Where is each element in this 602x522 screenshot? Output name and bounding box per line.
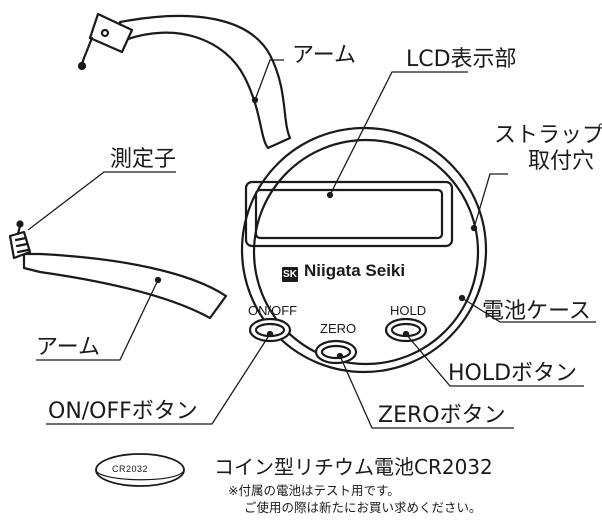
label-strap-line2: 取付穴 (527, 149, 594, 174)
leader-probe (27, 171, 176, 231)
battery-note-line2: ご使用の際は新たにお買い求めください。 (244, 500, 482, 515)
label-onoff-button: ON/OFFボタン (48, 399, 198, 424)
device-button-label-hold: HOLD (390, 303, 427, 318)
label-hold-button: HOLDボタン (448, 361, 578, 386)
device-button-label-onoff: ON/OFF (248, 303, 298, 318)
brand-logo: SK Niigata Seiki (282, 262, 405, 282)
zero-btn (314, 339, 358, 365)
upper-probe-tip (88, 12, 134, 54)
leader-battery (461, 297, 596, 323)
leader-lcd (329, 71, 468, 196)
label-battery-case: 電池ケース (482, 299, 591, 324)
battery-note-line1: ※付属の電池はテスト用です。 (228, 483, 400, 498)
label-probe: 測定子 (110, 147, 177, 172)
leader-arm-top (254, 59, 284, 101)
leader-hold (405, 333, 584, 387)
leader-onoff (46, 333, 271, 425)
leader-zero (339, 355, 514, 429)
leader-arm-bottom (36, 279, 159, 361)
body-inner (252, 138, 480, 366)
hold-btn (384, 317, 428, 343)
label-strap-line1: ストラップ (494, 123, 602, 148)
lcd-window (244, 180, 454, 248)
brand-mark: SK (282, 267, 298, 282)
lower-arm (22, 252, 228, 320)
brand-name: Niigata Seiki (304, 261, 406, 280)
label-zero-button: ZEROボタン (378, 403, 506, 428)
device-button-label-zero: ZERO (320, 321, 357, 336)
coin-battery-text: CR2032 (112, 464, 149, 474)
label-arm-bottom: アーム (36, 335, 101, 360)
label-lcd: LCD表示部 (406, 47, 517, 72)
label-arm-top: アーム (292, 43, 357, 68)
upper-arm (118, 14, 292, 150)
onoff-btn (248, 317, 292, 343)
battery-title: コイン型リチウム電池CR2032 (214, 455, 493, 479)
leader-strap (473, 173, 508, 229)
